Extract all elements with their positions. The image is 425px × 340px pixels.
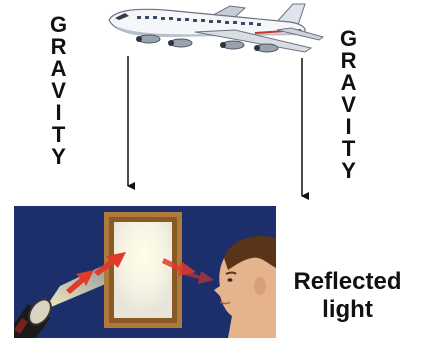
caption-line-2: light (322, 296, 373, 323)
gravity-letter: I (345, 114, 352, 139)
face-icon (214, 236, 276, 338)
gravity-letter: I (55, 100, 62, 125)
gravity-letter: T (51, 122, 66, 147)
gravity-letter: G (340, 26, 358, 51)
gravity-letter: A (50, 56, 67, 81)
flashlight-icon (14, 298, 52, 338)
gravity-letter: Y (51, 144, 66, 169)
gravity-label-right: G R A V I T Y (340, 28, 357, 182)
gravity-letter: T (341, 136, 356, 161)
gravity-letter: Y (341, 158, 356, 183)
gravity-label-left: G R A V I T Y (50, 14, 67, 168)
gravity-letter: V (341, 92, 356, 117)
gravity-letter: R (50, 34, 67, 59)
caption-line-1: Reflected (293, 268, 402, 295)
reflection-illustration (14, 206, 276, 338)
airplane-icon (108, 3, 325, 53)
gravity-letter: G (50, 12, 68, 37)
gravity-letter: A (340, 70, 357, 95)
mirror-icon (104, 212, 182, 328)
light-ray-reflected (162, 258, 214, 284)
light-ray-incident (66, 252, 126, 294)
gravity-letter: R (340, 48, 357, 73)
gravity-letter: V (51, 78, 66, 103)
reflected-light-caption: Reflected light (285, 268, 410, 324)
